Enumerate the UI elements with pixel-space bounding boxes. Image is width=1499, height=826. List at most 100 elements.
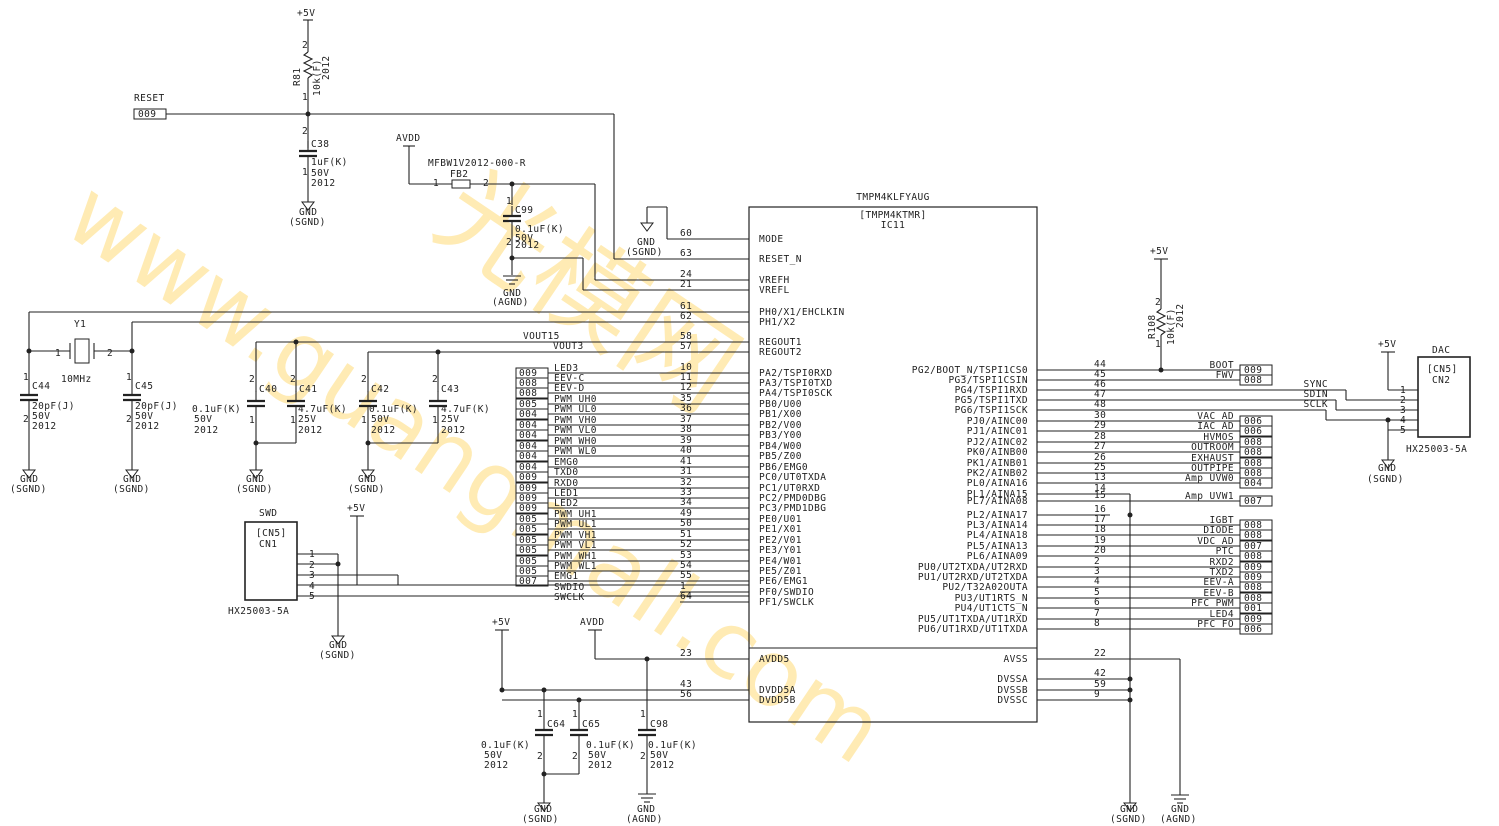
v5-label: +5V: [297, 8, 315, 19]
net-name: PWM_VH0: [554, 415, 597, 426]
svg-text:2012: 2012: [311, 178, 335, 189]
net-tag: 009: [519, 472, 537, 483]
net-name: PWM_UH0: [554, 394, 597, 405]
net-tag: 008: [519, 378, 537, 389]
ic-body: [748, 206, 1038, 723]
ic-left-pin-name: PE1/X01: [759, 524, 802, 535]
net-name: RXD0: [554, 478, 578, 489]
svg-text:1uF(K): 1uF(K): [311, 157, 348, 168]
svg-text:4.7uF(K): 4.7uF(K): [298, 404, 347, 415]
swd-connector: SWD [CN5] CN1 HX25003-5A 1 2 3 4 5 GND (…: [228, 503, 749, 661]
svg-text:1: 1: [433, 178, 439, 189]
reset-tag: [133, 108, 167, 120]
ic-right-pin-name: PL7/AINA08: [967, 496, 1028, 507]
net-tag: 008: [1244, 551, 1262, 562]
ic-left-pin-number: 56: [680, 689, 692, 700]
net-name: PWM_UL0: [554, 404, 597, 415]
svg-text:2012: 2012: [298, 425, 322, 436]
svg-text:1: 1: [537, 709, 543, 720]
net-name: EEV-A: [1203, 577, 1234, 588]
ic-right-pin-number: 28: [1094, 431, 1106, 442]
net-tag: 007: [1244, 496, 1262, 507]
svg-text:50V: 50V: [588, 750, 606, 761]
svg-text:0.1uF(K): 0.1uF(K): [369, 404, 418, 415]
net-tag: 005: [519, 399, 537, 410]
net-name: Amp_UVW0: [1185, 473, 1234, 484]
svg-text:2012: 2012: [135, 421, 159, 432]
ic-right-pin-number: 6: [1094, 597, 1100, 608]
svg-text:4.7uF(K): 4.7uF(K): [441, 404, 490, 415]
svg-text:[CN5]: [CN5]: [256, 528, 287, 539]
svg-text:(SGND): (SGND): [236, 484, 273, 495]
ic-right-pin-name: PL1/AINA15: [967, 489, 1028, 500]
ic-left-pin-number: 51: [680, 529, 692, 540]
svg-text:1: 1: [432, 415, 438, 426]
ground-bus: GND (AGND) GND (SGND): [1037, 493, 1196, 825]
net-tag-box: [1239, 581, 1273, 593]
ic-left-pin-name: PC1/UT0RXD: [759, 483, 820, 494]
net-tag: 008: [1244, 468, 1262, 479]
cn1-ref: CN1: [259, 539, 277, 550]
net-name: EEV-B: [1203, 588, 1234, 599]
svg-text:50V: 50V: [650, 750, 668, 761]
r108-value: 10k(F): [1166, 308, 1177, 345]
svg-text:2: 2: [640, 751, 646, 762]
svg-text:5: 5: [309, 591, 315, 602]
dac-title: DAC: [1432, 345, 1450, 356]
ic-right-pin-number: 59: [1094, 679, 1106, 690]
ic-right-pin-name: PG5/TSPI1TXD: [955, 395, 1028, 406]
ic-right-pin-number: 47: [1094, 389, 1106, 400]
svg-text:(SGND): (SGND): [1367, 474, 1404, 485]
reset-label: RESET: [134, 93, 165, 104]
ic-left-pin-number: 60: [680, 228, 692, 239]
net-tag-box: [1239, 477, 1273, 489]
net-tag: 008: [1244, 458, 1262, 469]
svg-text:GND: GND: [299, 207, 317, 218]
ic-right-pin-name: PU4/UT1CTS_N: [955, 603, 1028, 614]
svg-text:50V: 50V: [135, 411, 153, 422]
ic-right-pin-name: AVSS: [1004, 654, 1028, 665]
ic-right-pin-name: PL0/AINA16: [967, 478, 1028, 489]
svg-text:2: 2: [1400, 395, 1406, 406]
ic-left-pin-name: PB0/U00: [759, 399, 802, 410]
svg-text:20pF(J): 20pF(J): [135, 401, 178, 412]
ic-left-pin-name: PF0/SWDIO: [759, 587, 814, 598]
ic-left-pin-name: REGOUT2: [759, 347, 802, 358]
ic-right-pin-number: 42: [1094, 668, 1106, 679]
svg-text:(AGND): (AGND): [626, 814, 663, 825]
svg-text:2012: 2012: [650, 760, 674, 771]
svg-text:+5V: +5V: [1378, 339, 1396, 350]
c43-ref: C43: [441, 384, 459, 395]
svg-text:GND: GND: [637, 804, 655, 815]
net-tag-box: [1239, 425, 1273, 437]
ic-left-pin-number: 33: [680, 487, 692, 498]
ic-right-pin-number: 25: [1094, 462, 1106, 473]
ic-right-pin-number: 48: [1094, 399, 1106, 410]
ic-right-pin-name: PU2/T32A02OUTA: [942, 582, 1028, 593]
ic-right-pin-name: PU6/UT1RXD/UT1TXDA: [918, 624, 1028, 635]
ic-left-pin-name: PB1/X00: [759, 409, 802, 420]
svg-text:0.1uF(K): 0.1uF(K): [586, 740, 635, 751]
svg-text:20pF(J): 20pF(J): [32, 401, 75, 412]
net-tag: 004: [519, 420, 537, 431]
ic-left-pin-name: PH0/X1/EHCLKIN: [759, 307, 845, 318]
net-name: EEV-D: [554, 383, 585, 394]
svg-text:1: 1: [23, 372, 29, 383]
svg-text:1: 1: [249, 415, 255, 426]
avdd-label: AVDD: [396, 133, 420, 144]
ic-left-pin-name: PC3/PMD1DBG: [759, 503, 826, 514]
crystal-circuit: Y1 10MHz 1 2 1 2 C44 20pF(J) 50V 2012 GN…: [10, 311, 749, 495]
ic-left-pin-number: 12: [680, 382, 692, 393]
svg-text:50V: 50V: [194, 414, 212, 425]
ic-right-pin-name: PG4/TSPI1RXD: [955, 385, 1028, 396]
ic-right-pin-number: 45: [1094, 369, 1106, 380]
ic-left-pin-name: MODE: [759, 234, 783, 245]
cn2-body: [1417, 356, 1471, 438]
svg-text:2: 2: [107, 348, 113, 359]
net-name: LED2: [554, 498, 578, 509]
svg-text:2: 2: [361, 374, 367, 385]
ic-left-pin-name: REGOUT1: [759, 337, 802, 348]
r108-resistor: [1155, 308, 1167, 336]
ic-right-pin-name: PJ2/AINC02: [967, 437, 1028, 448]
